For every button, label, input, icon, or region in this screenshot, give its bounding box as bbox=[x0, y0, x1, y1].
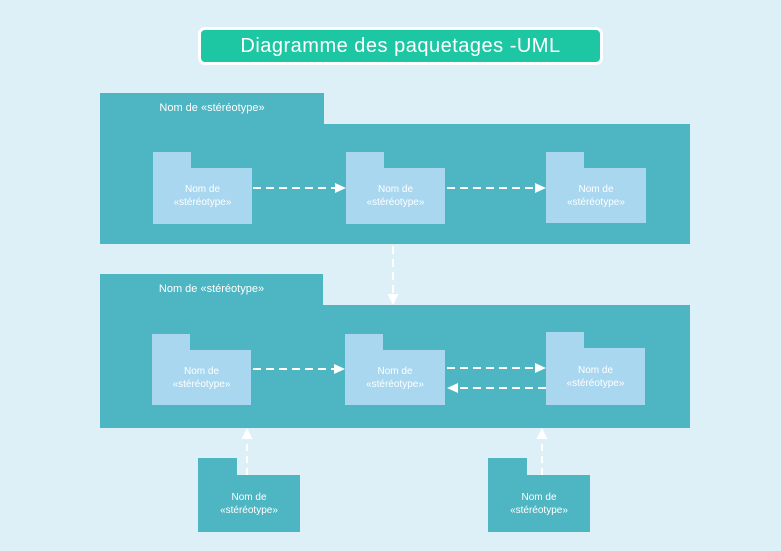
package-label-line1: Nom de bbox=[183, 365, 219, 377]
package-label-line1: Nom de bbox=[521, 491, 557, 503]
package-label-line2: «stéréotype» bbox=[366, 197, 425, 208]
inner-package-2-3-tab bbox=[546, 332, 584, 348]
package-label-line2: «stéréotype» bbox=[510, 504, 568, 516]
package-label-line2: «stéréotype» bbox=[567, 196, 625, 208]
inner-package-2-1: Nom de «stéréotype» bbox=[152, 334, 251, 405]
diagram-title-banner: Diagramme des paquetages -UML bbox=[198, 27, 603, 65]
package-label-line1: Nom de bbox=[577, 364, 613, 376]
inner-package-1-3-label: Nom de «stéréotype» bbox=[546, 168, 646, 223]
outer-package-1-tab: Nom de «stéréotype» bbox=[100, 93, 324, 124]
arrowhead-up-icon bbox=[536, 428, 548, 439]
standalone-package-1-label: Nom de «stéréotype» bbox=[198, 475, 300, 532]
inner-package-2-1-label: Nom de «stéréotype» bbox=[152, 350, 251, 405]
inner-package-2-1-tab bbox=[152, 334, 190, 350]
package-label-line2: «stéréotype» bbox=[566, 377, 625, 389]
inner-package-1-1-tab bbox=[153, 152, 191, 168]
inner-package-1-2: Nom de «stéréotype» bbox=[346, 152, 445, 224]
outer-package-2: Nom de «stéréotype» Nom de «stéréotype» … bbox=[100, 274, 690, 428]
inner-package-1-2-tab bbox=[346, 152, 384, 168]
outer-package-2-tab: Nom de «stéréotype» bbox=[100, 274, 323, 305]
package-label-line1: Nom de bbox=[377, 184, 413, 195]
inner-package-1-1: Nom de «stéréotype» bbox=[153, 152, 252, 224]
inner-package-2-2-label: Nom de «stéréotype» bbox=[345, 350, 445, 405]
inner-package-1-3-tab bbox=[546, 152, 584, 168]
package-label-line2: «stéréotype» bbox=[173, 197, 232, 208]
standalone-package-1-tab bbox=[198, 458, 237, 475]
package-label-line1: Nom de bbox=[578, 183, 614, 195]
standalone-package-1: Nom de «stéréotype» bbox=[198, 458, 300, 532]
package-label-line2: «stéréotype» bbox=[220, 504, 278, 516]
package-label-line2: «stéréotype» bbox=[172, 378, 231, 390]
arrowhead-up-icon bbox=[241, 428, 253, 439]
package-label-line1: Nom de bbox=[377, 365, 413, 377]
standalone-package-2: Nom de «stéréotype» bbox=[488, 458, 590, 532]
inner-package-2-3: Nom de «stéréotype» bbox=[546, 332, 645, 405]
inner-package-1-1-label: Nom de «stéréotype» bbox=[153, 168, 252, 224]
package-label-line1: Nom de bbox=[231, 491, 267, 503]
standalone-package-2-label: Nom de «stéréotype» bbox=[488, 475, 590, 532]
outer-package-1: Nom de «stéréotype» Nom de «stéréotype» … bbox=[100, 93, 690, 244]
package-label-line1: Nom de bbox=[184, 184, 220, 195]
inner-package-2-2-tab bbox=[345, 334, 383, 350]
inner-package-2-2: Nom de «stéréotype» bbox=[345, 334, 445, 405]
package-label-line2: «stéréotype» bbox=[366, 378, 424, 390]
standalone-package-2-tab bbox=[488, 458, 527, 475]
inner-package-1-3: Nom de «stéréotype» bbox=[546, 152, 646, 223]
inner-package-1-2-label: Nom de «stéréotype» bbox=[346, 168, 445, 224]
inner-package-2-3-label: Nom de «stéréotype» bbox=[546, 348, 645, 405]
